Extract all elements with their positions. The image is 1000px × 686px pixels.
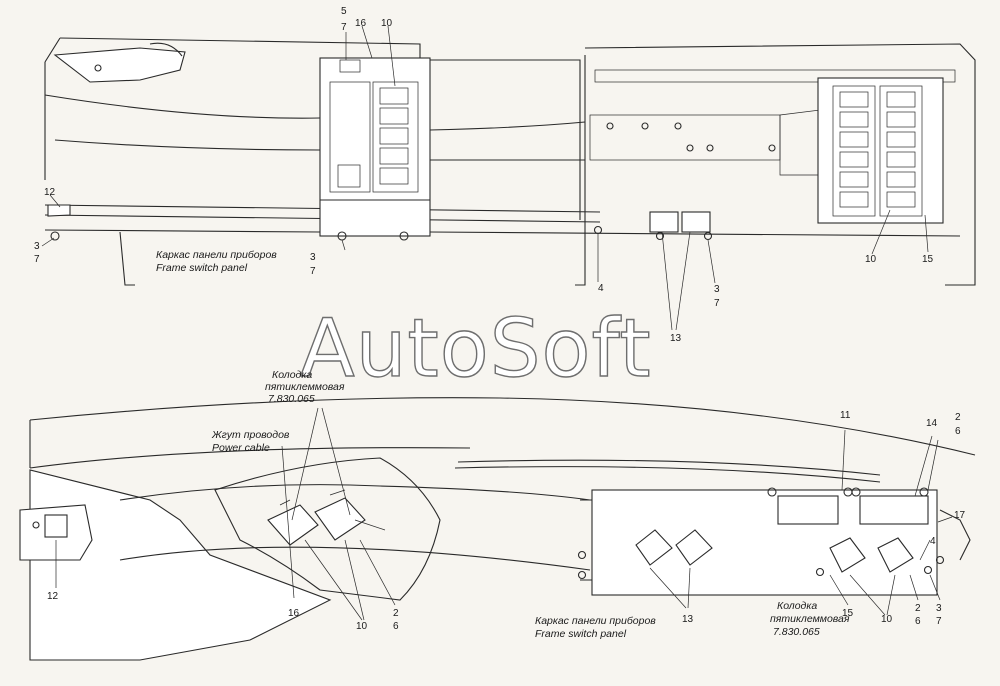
- callout-3-left: 3: [34, 241, 40, 252]
- callout-3-bottom-right: 3: [936, 603, 942, 614]
- callout-17: 17: [954, 510, 966, 521]
- connector-label-2-line1: Колодка: [777, 600, 817, 612]
- callout-15-top: 15: [922, 254, 934, 265]
- callout-15-bottom: 15: [842, 608, 854, 619]
- callout-6-left: 6: [393, 621, 399, 632]
- bottom-view-lines: [19, 397, 976, 661]
- connector-label-line1: Колодка: [272, 369, 312, 381]
- callout-3-right: 3: [714, 284, 720, 295]
- frame-label-en-top: Frame switch panel: [156, 262, 248, 274]
- callout-14: 14: [926, 418, 938, 429]
- callout-5-top: 5: [341, 6, 347, 17]
- callout-2-bottom-right: 2: [915, 603, 921, 614]
- top-view-lines: [44, 37, 976, 286]
- callout-2-top-right: 2: [955, 412, 961, 423]
- connector-label-line3: 7.830.065: [268, 393, 315, 405]
- callout-12-bottom: 12: [47, 591, 59, 602]
- callout-6-bottom-right: 6: [915, 616, 921, 627]
- connector-label-line2: пятиклеммовая: [265, 381, 345, 393]
- bottom-view-leaders: [55, 407, 953, 621]
- callout-7-mid: 7: [310, 266, 316, 277]
- callout-6-top-right: 6: [955, 426, 961, 437]
- top-view-leaders: [41, 25, 929, 331]
- callout-11: 11: [840, 410, 851, 421]
- callout-10-left: 10: [356, 621, 368, 632]
- callout-7-right: 7: [714, 298, 720, 309]
- callout-4-top: 4: [598, 283, 604, 294]
- callout-7-bottom-right: 7: [936, 616, 942, 627]
- cable-label-en: Power cable: [212, 442, 270, 454]
- callout-10-top: 10: [381, 18, 393, 29]
- callout-10-bottom-right: 10: [881, 614, 893, 625]
- connector-label-2-line2: пятиклеммовая: [770, 613, 850, 625]
- callout-2-left: 2: [393, 608, 399, 619]
- callout-16-bottom: 16: [288, 608, 300, 619]
- callout-3-mid: 3: [310, 252, 316, 263]
- callout-12-top: 12: [44, 187, 56, 198]
- callout-7-left: 7: [34, 254, 40, 265]
- frame-label-ru-top: Каркас панели приборов: [156, 249, 277, 261]
- callout-10-right: 10: [865, 254, 877, 265]
- frame-label-en-bottom: Frame switch panel: [535, 628, 627, 640]
- cable-label-ru: Жгут проводов: [211, 429, 290, 441]
- callout-4-bottom: 4: [930, 536, 936, 547]
- callout-16-top: 16: [355, 18, 367, 29]
- callout-13-top: 13: [670, 333, 682, 344]
- callout-7-top: 7: [341, 22, 347, 33]
- watermark-text: AutoSoft: [300, 302, 652, 395]
- connector-label-2-line3: 7.830.065: [773, 626, 820, 638]
- callout-13-bottom: 13: [682, 614, 694, 625]
- frame-label-ru-bottom: Каркас панели приборов: [535, 615, 656, 627]
